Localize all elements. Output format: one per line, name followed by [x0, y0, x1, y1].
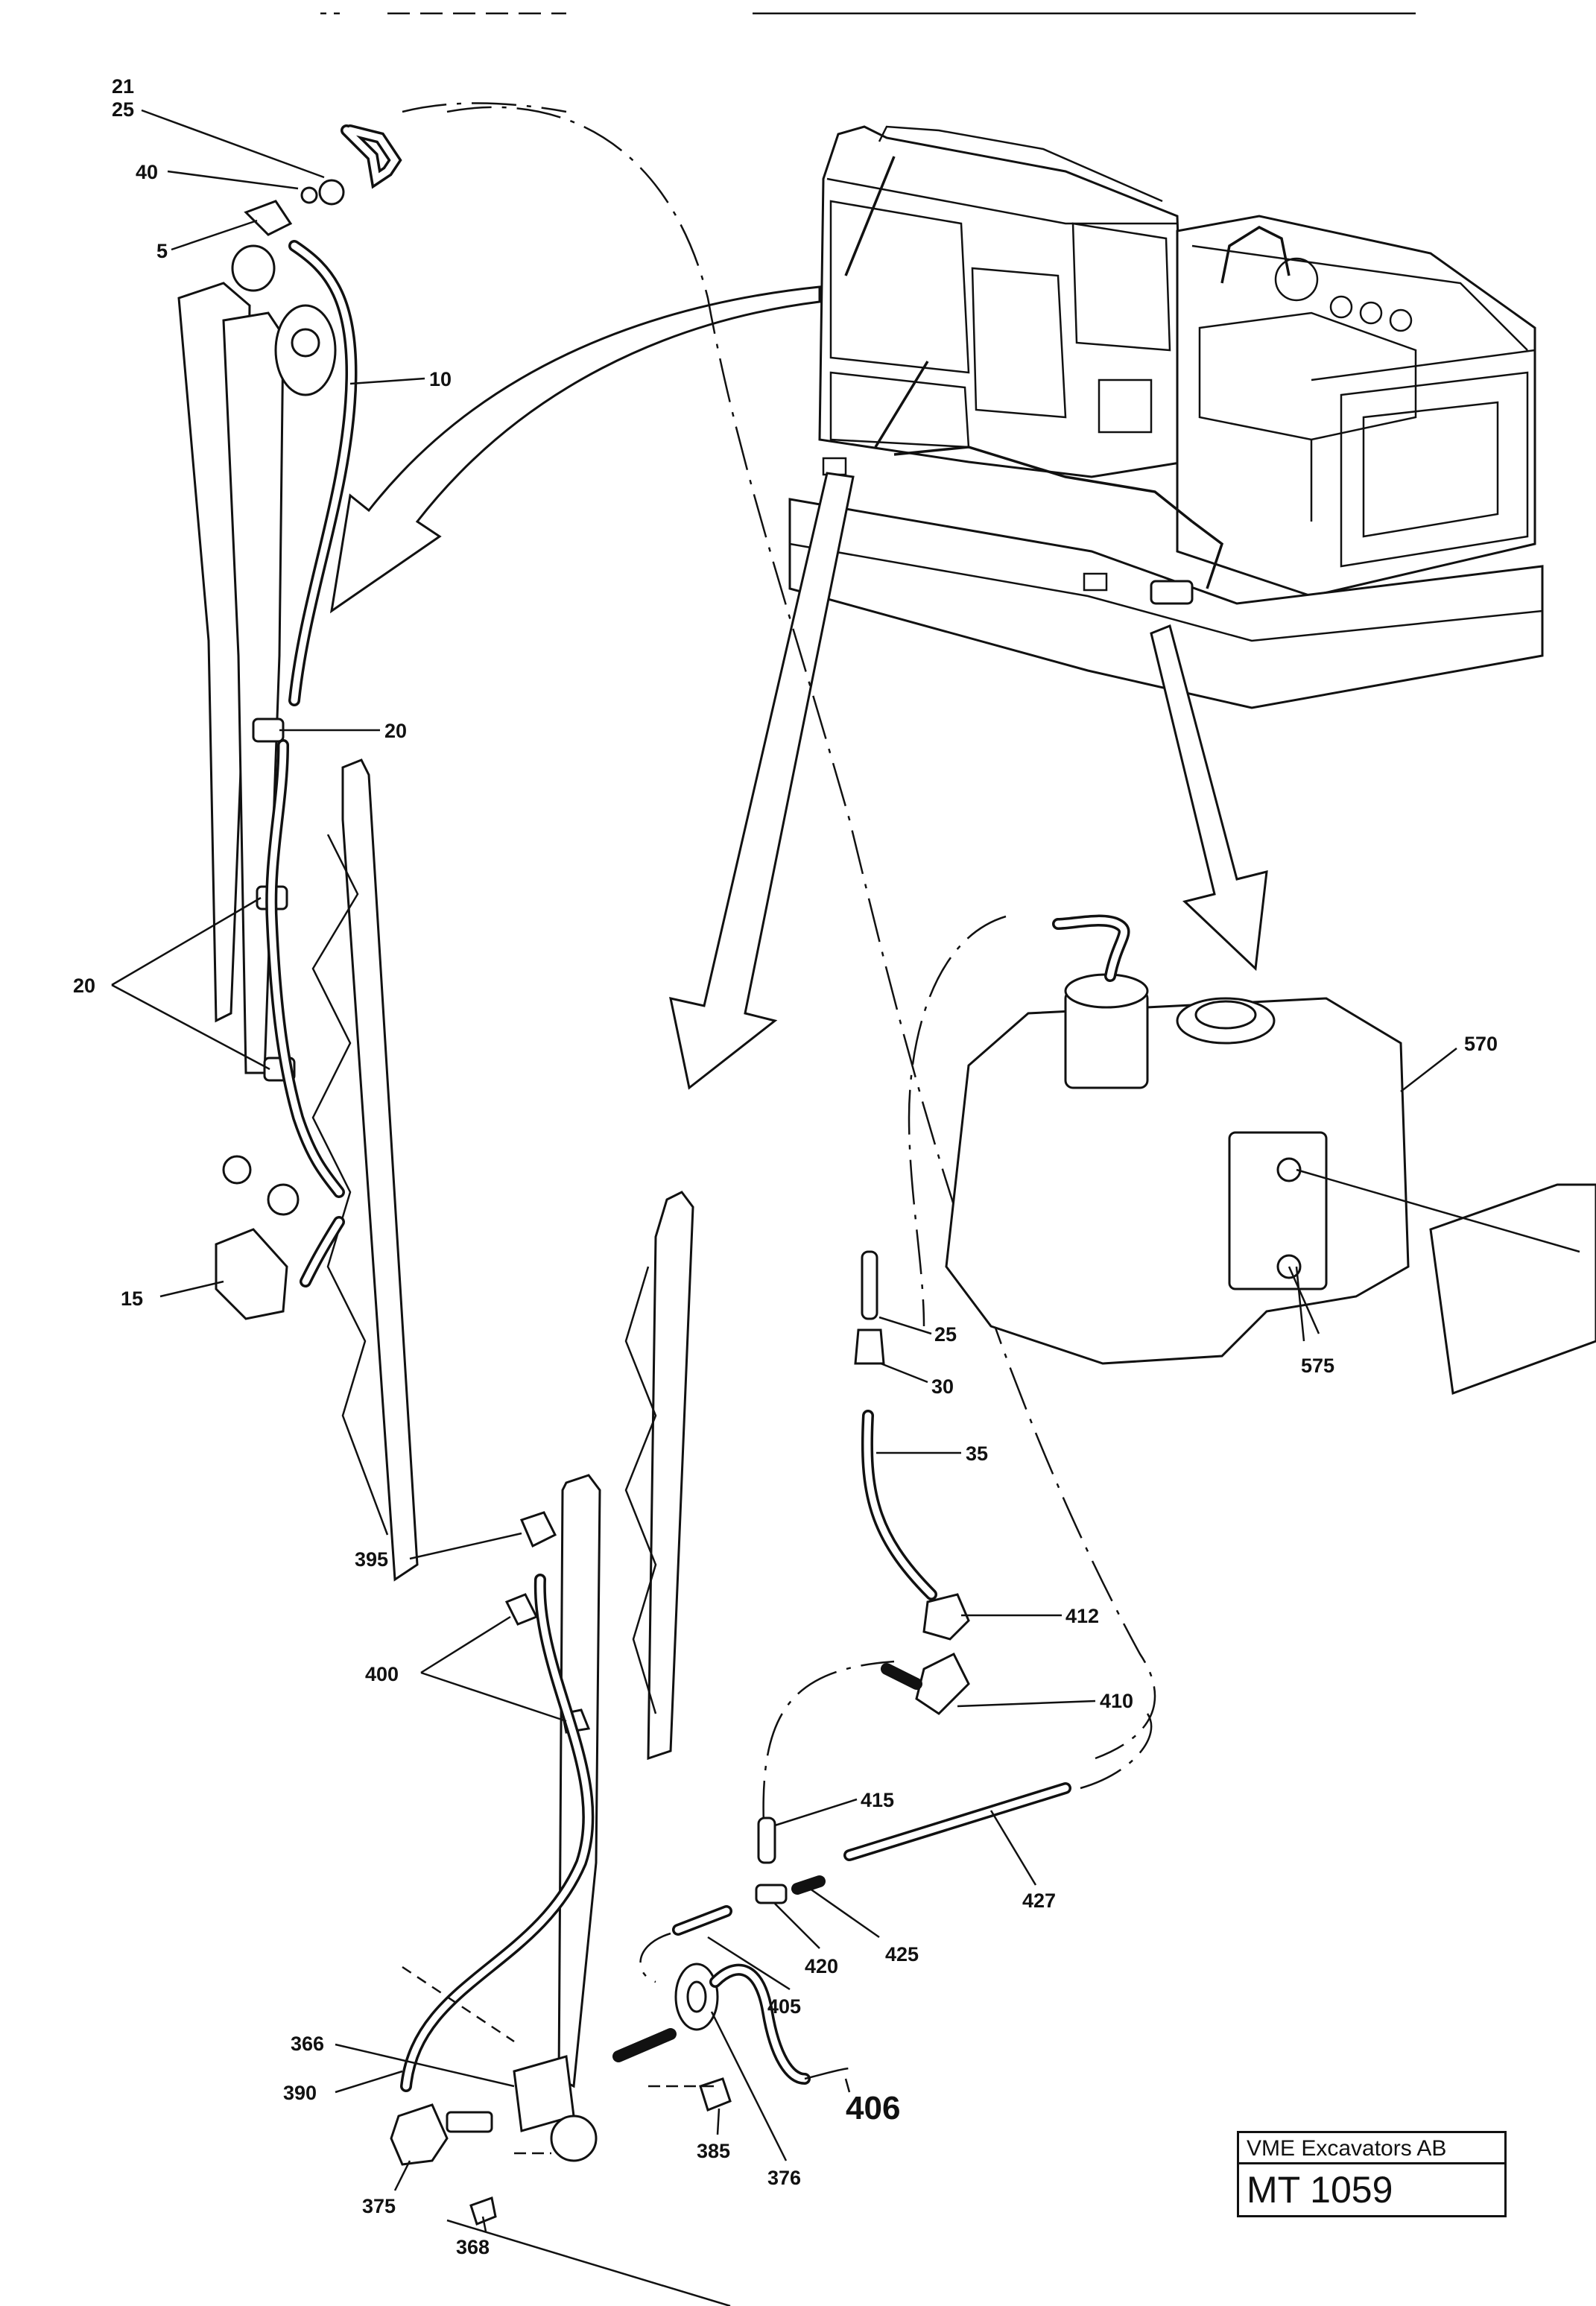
- callout-427: 427: [1022, 1890, 1056, 1912]
- company-name: VME Excavators AB: [1239, 2133, 1504, 2164]
- callout-20-pair: 20: [73, 975, 95, 997]
- callout-25: 25: [112, 98, 134, 121]
- callout-5: 5: [156, 240, 168, 262]
- callout-leaders: [111, 109, 1457, 2232]
- callout-20: 20: [384, 720, 407, 742]
- callout-420: 420: [805, 1955, 838, 1977]
- callout-410: 410: [1100, 1690, 1133, 1712]
- callout-425: 425: [885, 1943, 919, 1966]
- callout-368: 368: [456, 2236, 490, 2258]
- callout-395: 395: [355, 1548, 388, 1571]
- callout-labels: 21 25 40 5 10 20 20 15 570 575 25 30 35 …: [73, 75, 1498, 2258]
- lower-wiper-assembly: [390, 1191, 858, 2306]
- callout-375: 375: [362, 2195, 396, 2217]
- upper-wiper-assembly: [177, 102, 567, 1582]
- hose-connectors: [639, 1250, 1153, 1983]
- callout-35: 35: [966, 1442, 988, 1465]
- drawing-number: MT 1059: [1247, 2169, 1393, 2211]
- detail-arrows: [329, 106, 1268, 1760]
- callout-366: 366: [291, 2033, 324, 2055]
- callout-400: 400: [365, 1663, 399, 1685]
- callout-406: 406: [846, 2090, 900, 2126]
- excavator-illustration: [788, 125, 1544, 709]
- callout-415: 415: [861, 1789, 894, 1811]
- callout-21: 21: [112, 75, 134, 98]
- callout-405: 405: [767, 1995, 801, 2018]
- callout-570: 570: [1464, 1033, 1498, 1055]
- callout-575: 575: [1301, 1355, 1334, 1377]
- title-block: VME Excavators AB MT 1059: [1237, 2131, 1507, 2217]
- callout-15: 15: [121, 1287, 143, 1310]
- callout-10: 10: [429, 368, 452, 390]
- washer-tank-assembly: [908, 914, 1596, 1396]
- callout-25-hose: 25: [934, 1323, 957, 1346]
- callout-30: 30: [931, 1375, 954, 1398]
- callout-40: 40: [136, 161, 158, 183]
- callout-412: 412: [1065, 1605, 1099, 1627]
- callout-376: 376: [767, 2167, 801, 2189]
- callout-385: 385: [697, 2140, 730, 2162]
- callout-390: 390: [283, 2082, 317, 2104]
